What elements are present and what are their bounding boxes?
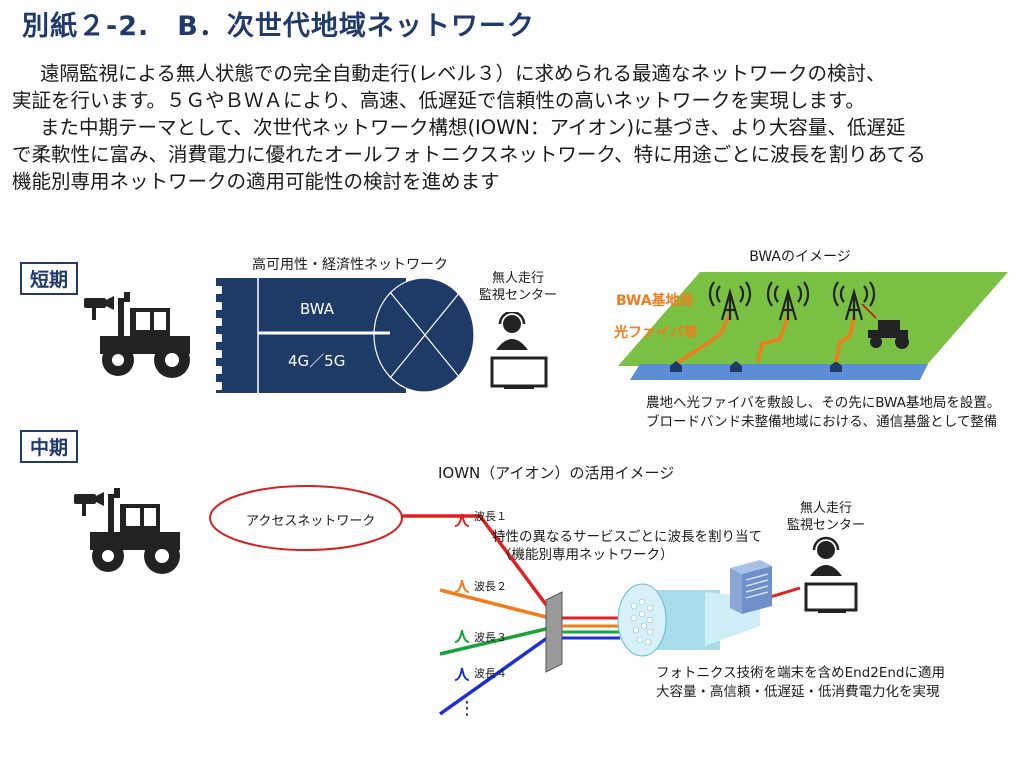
bwa-field-illustration <box>618 272 1008 380</box>
body-text: で柔軟性に富み、消費電力に優れたオールフォトニクスネットワーク、特に用途ごとに波… <box>12 143 926 166</box>
feature-line: （機能別専用ネットワーク） <box>498 547 674 563</box>
antenna-icon <box>832 281 876 321</box>
more-wavelengths-ellipsis: ⋮ <box>458 698 476 719</box>
fiber-bundle-icon <box>617 583 760 657</box>
bwa-caption: 農地へ光ファイバを敷設し、その先にBWA基地局を設置。 ブロードバンド未整備地域… <box>646 394 1000 432</box>
access-network-label: アクセスネットワーク <box>246 514 376 529</box>
wavelength-3-label: 波長３ <box>474 631 507 644</box>
iown-diagram <box>209 485 858 716</box>
antenna-icon <box>708 281 752 321</box>
tractor-icon <box>74 488 180 574</box>
photonics-caption: フォトニクス技術を端末を含めEnd2Endに適用 大容量・高信頼・低遅延・低消費… <box>656 664 945 702</box>
iown-title: IOWN（アイオン）の活用イメージ <box>438 464 675 482</box>
center-line: 無人走行 <box>491 271 544 286</box>
wavelength-feature-text: 特性の異なるサービスごとに波長を割り当て （機能別専用ネットワーク） <box>492 528 762 564</box>
house-icon <box>670 361 682 372</box>
body-line: 遠隔監視による無人状態での完全自動走行(レベル３）に求められる最適なネットワーク… <box>12 60 886 87</box>
mid-term-tag: 中期 <box>20 430 79 463</box>
caption-line: 農地へ光ファイバを敷設し、その先にBWA基地局を設置。 <box>646 395 1001 411</box>
caption-line: ブロードバンド未整備地域における、通信基盤として整備 <box>646 414 998 430</box>
bwa-base-station-label: BWA基地局 <box>616 293 694 309</box>
tractor-icon <box>868 320 909 349</box>
camera-icon <box>84 296 114 320</box>
center-line: 無人走行 <box>799 501 852 516</box>
band-bwa-label: BWA <box>300 300 335 318</box>
page-title: 別紙２-2. B．次世代地域ネットワーク <box>22 11 535 42</box>
caption-line: フォトニクス技術を端末を含めEnd2Endに適用 <box>656 665 945 681</box>
center-line: 監視センター <box>478 288 557 303</box>
tractor-icon <box>84 292 190 378</box>
body-text: 機能別専用ネットワークの適用可能性の検討を進めます <box>12 170 500 193</box>
network-block <box>210 278 475 393</box>
monitoring-center-label-2: 無人走行 監視センター <box>786 500 866 534</box>
body-line: また中期テーマとして、次世代ネットワーク構想(IOWN：アイオン)に基づき、より… <box>12 114 905 141</box>
server-icon <box>730 560 772 614</box>
body-text: また中期テーマとして、次世代ネットワーク構想(IOWN：アイオン)に基づき、より… <box>40 116 906 139</box>
house-icon <box>730 361 742 372</box>
network-title: 高可用性・経済性ネットワーク <box>252 257 448 273</box>
wavelength-2-label: 波長２ <box>474 580 507 593</box>
band-cellular-label: 4G／5G <box>288 352 346 370</box>
house-icon <box>830 361 842 372</box>
short-term-tag: 短期 <box>20 262 79 295</box>
monitoring-center-label: 無人走行 監視センター <box>478 270 558 304</box>
prism-icon <box>545 591 563 673</box>
wavelength-4-label: 波長４ <box>474 667 507 680</box>
center-line: 監視センター <box>786 518 865 533</box>
caption-line: 大容量・高信頼・低遅延・低消費電力化を実現 <box>656 684 940 700</box>
wavelength-1-label: 波長１ <box>474 510 507 523</box>
monitor-icon <box>804 582 858 613</box>
antenna-icon <box>766 281 810 321</box>
body-text: 遠隔監視による無人状態での完全自動走行(レベル３）に求められる最適なネットワーク… <box>40 62 886 85</box>
operator-icon <box>490 312 548 389</box>
fiber-label: 光ファイバ等 <box>614 325 698 341</box>
body-text: 実証を行います。５ＧやＢＷＡにより、高速、低遅延で信頼性の高いネットワークを実現… <box>12 89 865 112</box>
bwa-image-title: BWAのイメージ <box>749 249 851 265</box>
access-network-ellipse <box>209 485 403 551</box>
feature-line: 特性の異なるサービスごとに波長を割り当て <box>492 529 762 545</box>
camera-icon <box>74 492 104 516</box>
operator-icon <box>804 536 858 613</box>
monitor-icon <box>490 356 548 389</box>
